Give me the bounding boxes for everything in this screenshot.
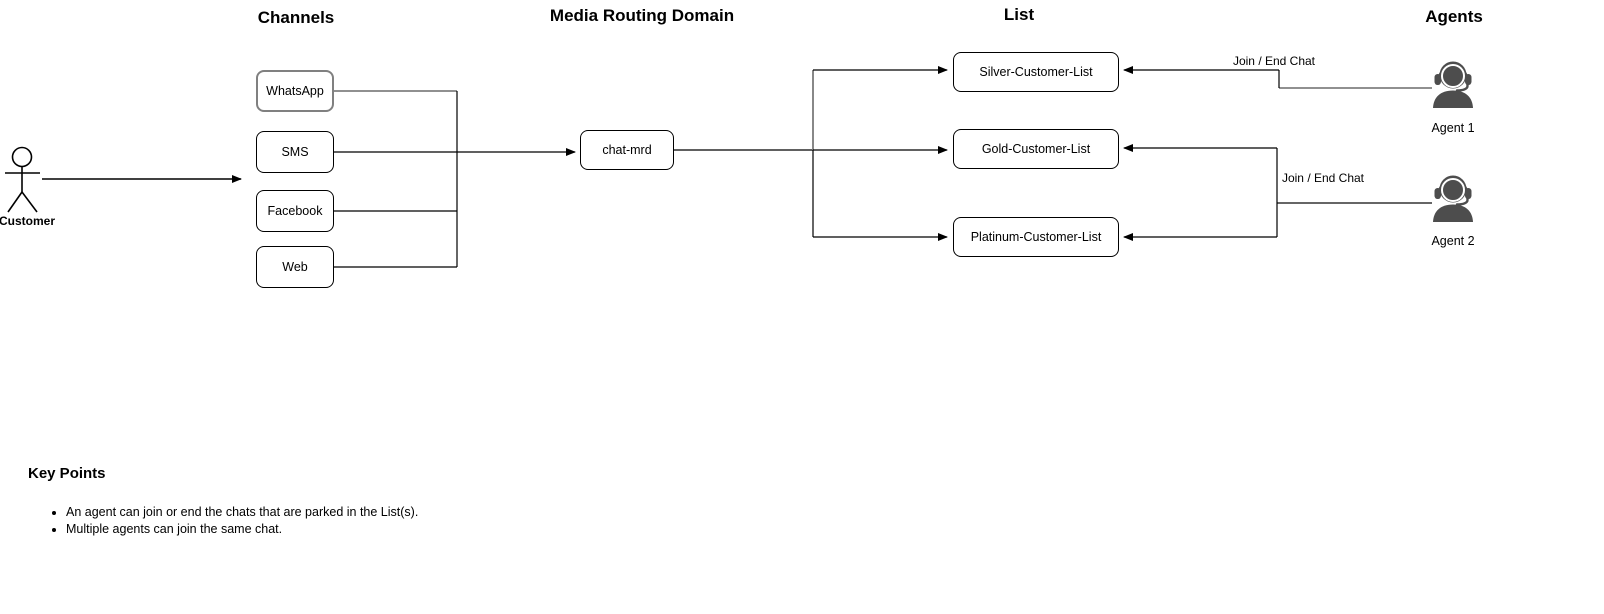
edge-label-agent2-join-end-chat: Join / End Chat [1278,171,1368,185]
mrd-box-chat-mrd[interactable]: chat-mrd [580,130,674,170]
edge-label-agent1-join-end-chat: Join / End Chat [1229,54,1319,68]
channel-box-web[interactable]: Web [256,246,334,288]
agent-label-agent-2: Agent 2 [1431,234,1475,248]
column-title-channels: Channels [257,8,335,27]
list-box-gold-customer-list[interactable]: Gold-Customer-List [953,129,1119,169]
actor-label-customer: Customer [0,214,56,228]
channel-box-sms[interactable]: SMS [256,131,334,173]
list-label-silver: Silver-Customer-List [979,65,1093,79]
mrd-label-chat-mrd: chat-mrd [602,143,652,157]
headset-agent-icon [1433,61,1473,108]
list-box-silver-customer-list[interactable]: Silver-Customer-List [953,52,1119,92]
key-point-item: An agent can join or end the chats that … [66,504,418,521]
key-points-title: Key Points [28,465,106,482]
key-point-item: Multiple agents can join the same chat. [66,521,418,538]
channel-label-web: Web [282,260,308,274]
column-title-media-routing-domain: Media Routing Domain [549,6,735,25]
list-label-platinum: Platinum-Customer-List [970,230,1102,244]
headset-agent-icon [1433,175,1473,222]
channel-box-facebook[interactable]: Facebook [256,190,334,232]
column-title-list: List [1003,5,1035,24]
channel-label-facebook: Facebook [267,204,323,218]
column-title-agents: Agents [1425,7,1483,26]
stick-figure-icon [5,146,40,213]
key-points-list: An agent can join or end the chats that … [28,504,418,538]
agent-label-agent-1: Agent 1 [1431,121,1475,135]
edge-agent2-to-lists [1123,144,1432,241]
channel-label-whatsapp: WhatsApp [266,84,324,98]
list-label-gold: Gold-Customer-List [981,142,1091,156]
key-points-section: Key Points An agent can join or end the … [28,465,418,538]
edge-agent1-to-silver [1123,66,1432,89]
list-box-platinum-customer-list[interactable]: Platinum-Customer-List [953,217,1119,257]
channel-box-whatsapp[interactable]: WhatsApp [256,70,334,112]
channel-label-sms: SMS [281,145,309,159]
